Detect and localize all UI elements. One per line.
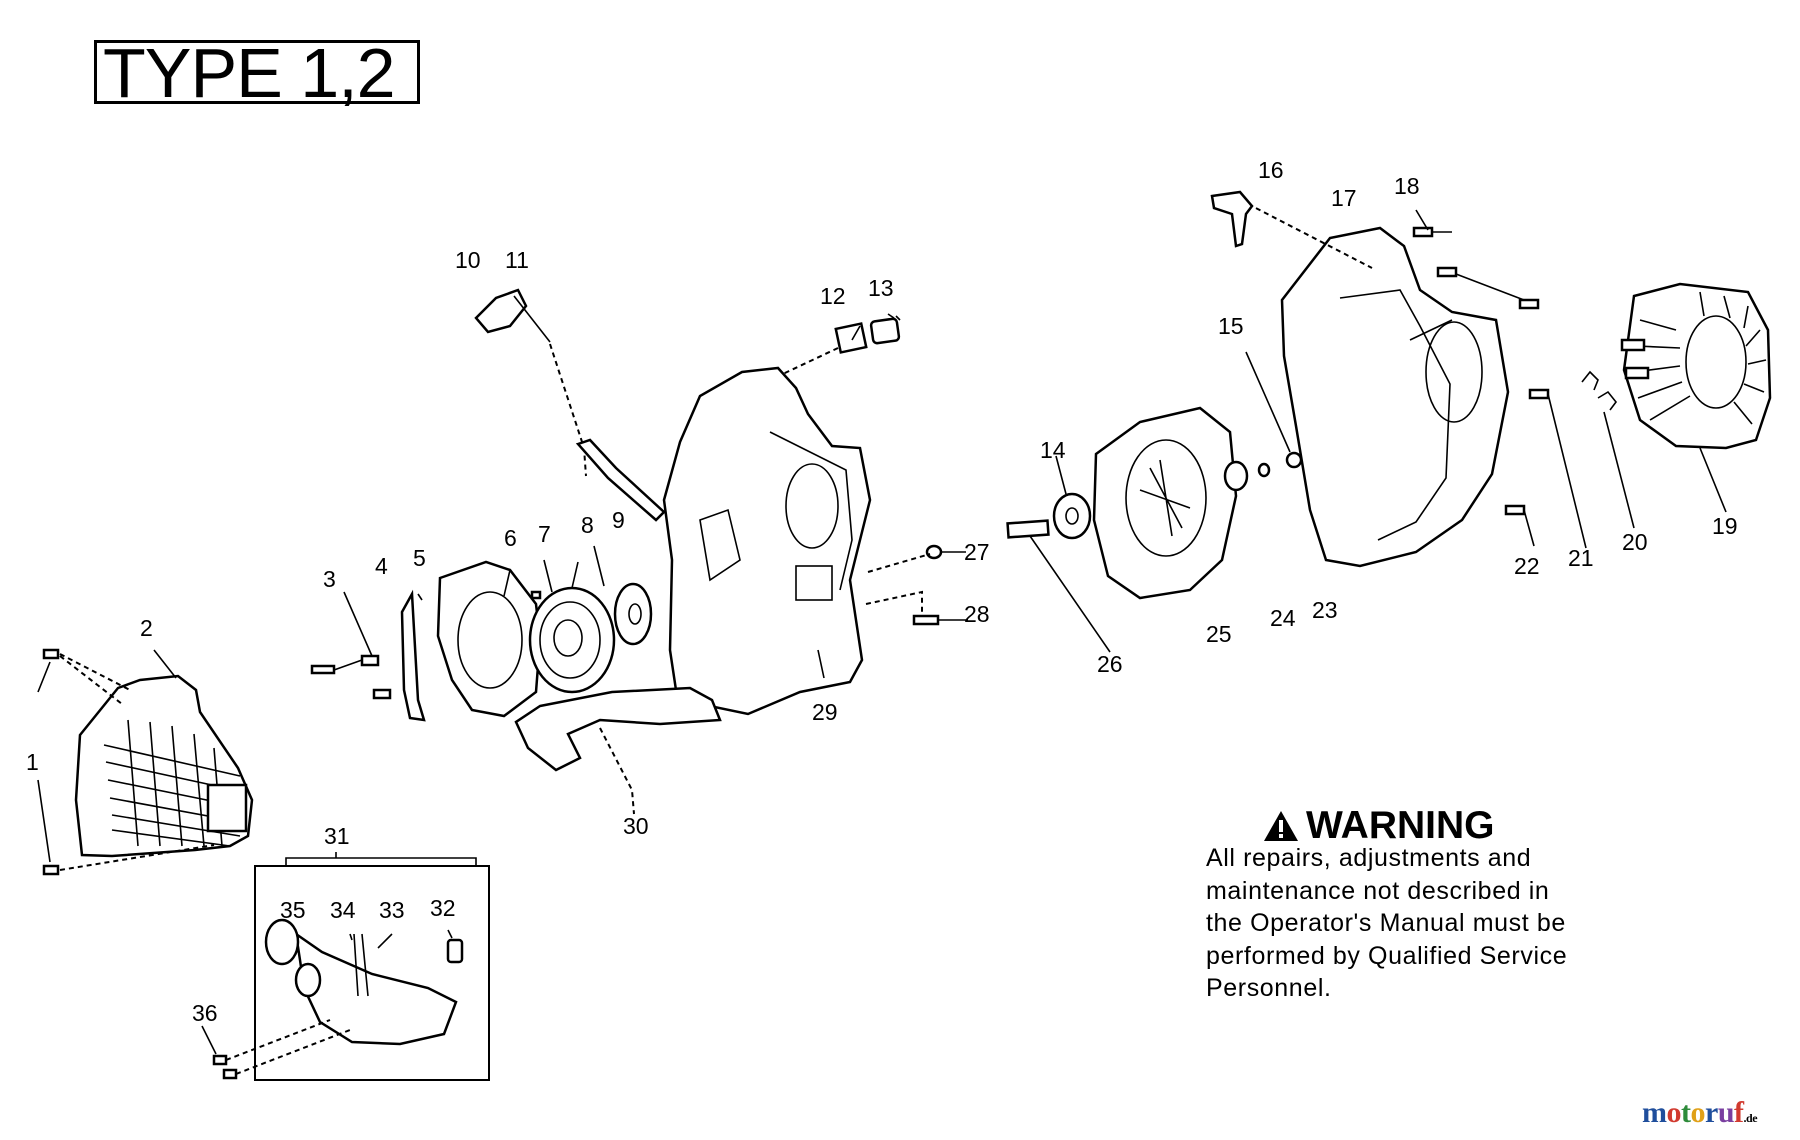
part-washer-nut xyxy=(1223,451,1303,492)
type-title: TYPE 1,2 xyxy=(94,38,420,108)
watermark-brand: motoruf xyxy=(1642,1096,1744,1129)
callout-29: 29 xyxy=(812,699,838,725)
callout-13: 13 xyxy=(868,275,894,301)
callout-4: 4 xyxy=(375,553,388,579)
part-shaft-bushing xyxy=(1006,455,1111,653)
callout-12: 12 xyxy=(820,283,846,309)
part-handle xyxy=(514,686,722,815)
callout-21: 21 xyxy=(1568,545,1594,571)
warning-text: All repairs, adjustments and maintenance… xyxy=(1206,842,1646,1005)
warning-line: maintenance not described in xyxy=(1206,876,1550,905)
callout-32: 32 xyxy=(430,895,456,921)
part-starter-housing xyxy=(436,560,542,718)
part-key-cable xyxy=(474,288,587,477)
part-fuel-tank-inset xyxy=(201,852,490,1081)
part-tube xyxy=(575,438,666,522)
callout-9: 9 xyxy=(612,507,625,533)
callout-11: 11 xyxy=(505,247,529,273)
callout-14: 14 xyxy=(1040,437,1066,463)
watermark-logo: motoruf.de xyxy=(1642,1096,1757,1130)
part-impeller xyxy=(1092,406,1238,600)
callout-15: 15 xyxy=(1218,313,1244,339)
callout-numbers: 1 2 3 4 5 6 7 8 9 10 11 12 13 14 15 16 1… xyxy=(26,157,1738,1026)
callout-2: 2 xyxy=(140,615,153,641)
warning-heading-text: WARNING xyxy=(1306,804,1495,847)
callout-36: 36 xyxy=(192,1000,218,1026)
part-main-housing xyxy=(662,366,872,716)
watermark-suffix: .de xyxy=(1743,1111,1758,1125)
callout-30: 30 xyxy=(623,813,649,839)
callout-5: 5 xyxy=(413,545,426,571)
part-volute-housing xyxy=(1247,203,1510,568)
callout-27: 27 xyxy=(964,539,990,565)
part-intake-grille xyxy=(1620,282,1772,513)
callout-18: 18 xyxy=(1394,173,1420,199)
part-gasket xyxy=(400,589,426,722)
callout-25: 25 xyxy=(1206,621,1232,647)
warning-heading: WARNING xyxy=(1262,804,1495,848)
part-latch xyxy=(1210,190,1254,248)
part-engine-cover xyxy=(74,674,254,858)
part-switches xyxy=(769,317,901,381)
callout-31: 31 xyxy=(324,823,350,849)
warning-line: Personnel. xyxy=(1206,974,1332,1002)
warning-line: the Operator's Manual must be xyxy=(1206,909,1566,937)
callout-10: 10 xyxy=(455,247,481,273)
leader-lines xyxy=(153,313,1291,679)
callout-19: 19 xyxy=(1712,513,1738,539)
callout-28: 28 xyxy=(964,601,990,627)
callout-3: 3 xyxy=(323,566,336,592)
part-screws-3 xyxy=(310,591,392,700)
callout-7: 7 xyxy=(538,521,551,547)
part-screws-27-28 xyxy=(865,544,968,626)
callout-35: 35 xyxy=(280,897,306,923)
callout-17: 17 xyxy=(1331,185,1357,211)
warning-line: performed by Qualified Service xyxy=(1206,941,1568,970)
callout-24: 24 xyxy=(1270,605,1296,631)
callout-26: 26 xyxy=(1097,651,1123,677)
warning-line: All repairs, adjustments and xyxy=(1206,844,1532,872)
callout-16: 16 xyxy=(1258,157,1284,183)
callout-33: 33 xyxy=(379,897,405,923)
callout-20: 20 xyxy=(1622,529,1648,555)
part-screws-cover xyxy=(37,648,215,876)
callout-22: 22 xyxy=(1514,553,1540,579)
part-starter-pulley xyxy=(528,586,616,694)
part-screws-volute xyxy=(1412,209,1587,549)
warning-triangle-icon xyxy=(1264,811,1298,841)
part-springs xyxy=(1581,370,1635,529)
callout-8: 8 xyxy=(581,512,594,538)
part-washer-8 xyxy=(613,582,653,646)
callout-23: 23 xyxy=(1312,597,1338,623)
callout-34: 34 xyxy=(330,897,356,923)
callout-1: 1 xyxy=(26,749,39,775)
callout-6: 6 xyxy=(504,525,517,551)
